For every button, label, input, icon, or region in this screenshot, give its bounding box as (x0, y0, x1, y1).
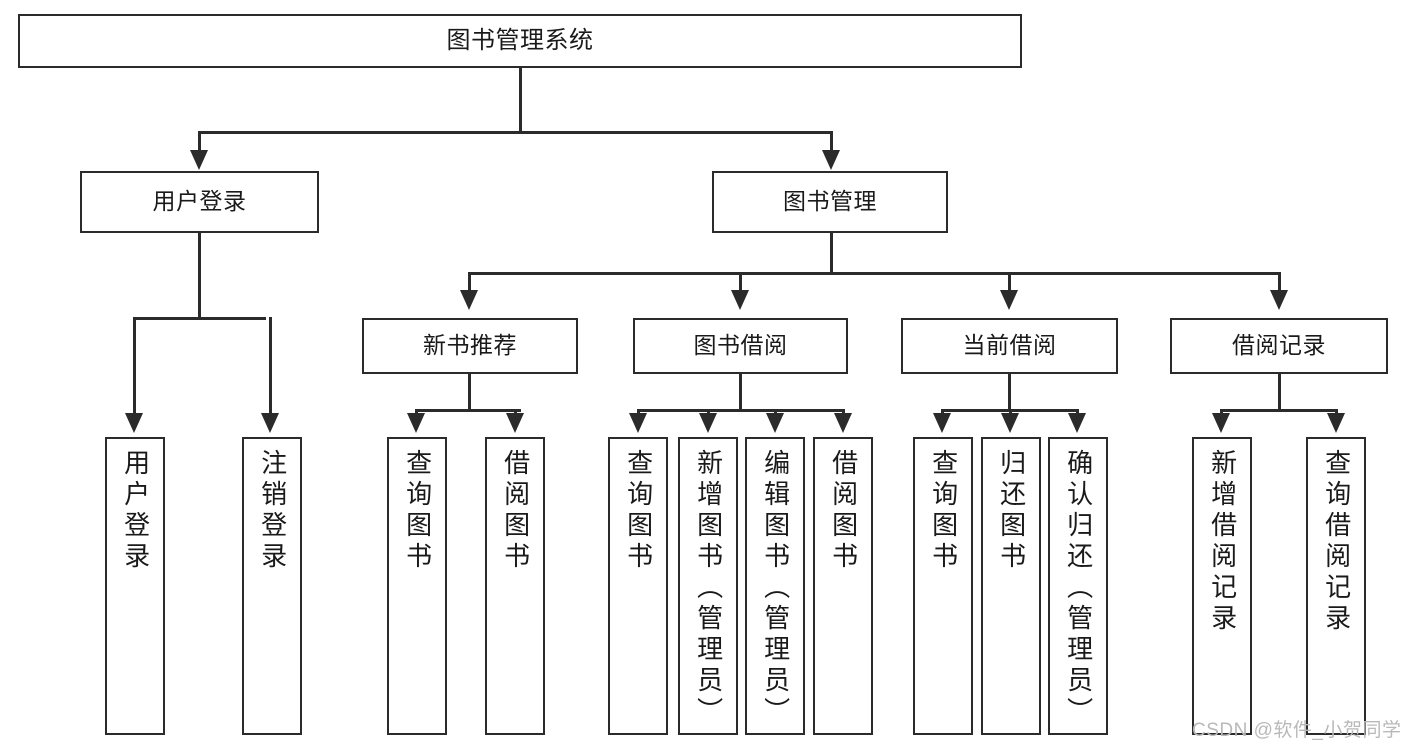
arrow-leaf-query-record (1327, 413, 1345, 433)
node-label: 当前借阅 (962, 332, 1057, 359)
node-label: 编辑图书（管理员） (760, 449, 791, 728)
connector-new-book-rec-bus (415, 409, 521, 412)
arrow-leaf-borrow-book-2 (834, 413, 852, 433)
connector-book-manage-stem (830, 233, 833, 273)
connector-root-bus (198, 131, 832, 134)
node-leaf-query-book-borrow[interactable]: 查询图书 (608, 437, 668, 735)
connector-user-login-right (269, 317, 272, 415)
connector-borrow-record-r (1335, 409, 1338, 415)
node-label: 图书借阅 (693, 332, 788, 359)
connector-borrow-record-l (1220, 409, 1223, 415)
connector-user-login-bus (133, 317, 266, 320)
node-leaf-logout[interactable]: 注销登录 (242, 437, 302, 735)
node-label: 注销登录 (257, 449, 288, 573)
connector-new-book-rec-stem (468, 374, 471, 410)
node-label: 查询借阅记录 (1321, 449, 1352, 635)
node-label: 归还图书 (996, 449, 1027, 573)
node-leaf-borrow-book[interactable]: 借阅图书 (813, 437, 873, 735)
arrow-leaf-query-book-1 (407, 413, 425, 433)
node-book-borrow[interactable]: 图书借阅 (633, 318, 848, 374)
connector-new-book-rec-r (514, 409, 517, 415)
node-label: 借阅记录 (1232, 332, 1326, 359)
node-leaf-query-borrow-record[interactable]: 查询借阅记录 (1306, 437, 1366, 735)
arrow-to-book-borrow (731, 290, 749, 310)
csdn-watermark: CSDN @软件_小贺同学 (1192, 720, 1402, 741)
connector-new-book-rec-l (415, 409, 418, 415)
arrow-to-new-book-rec (460, 290, 478, 310)
node-label: 确认归还（管理员） (1063, 449, 1094, 728)
node-leaf-add-borrow-record[interactable]: 新增借阅记录 (1192, 437, 1252, 735)
arrow-to-borrow-record (1270, 290, 1288, 310)
connector-user-login-stem (198, 233, 201, 318)
node-leaf-return-book[interactable]: 归还图书 (981, 437, 1041, 735)
node-label: 查询图书 (623, 449, 654, 573)
arrow-leaf-query-book-2 (629, 413, 647, 433)
connector-current-borrow-1 (941, 409, 944, 415)
connector-book-borrow-1 (637, 409, 640, 415)
node-label: 新增借阅记录 (1207, 449, 1238, 635)
connector-borrow-record-bus (1220, 409, 1337, 412)
connector-to-book-manage (830, 131, 833, 153)
connector-root-stem (519, 68, 522, 132)
node-user-login[interactable]: 用户登录 (80, 171, 319, 233)
node-book-manage[interactable]: 图书管理 (712, 171, 948, 233)
connector-to-new-book-rec (468, 272, 471, 292)
arrow-leaf-logout (261, 413, 279, 433)
node-label: 新书推荐 (423, 332, 517, 359)
connector-to-user-login (198, 131, 201, 153)
node-leaf-edit-book-admin[interactable]: 编辑图书（管理员） (745, 437, 805, 735)
node-label: 图书管理系统 (446, 26, 594, 54)
arrow-leaf-borrow-book-1 (506, 413, 524, 433)
node-leaf-query-book-current[interactable]: 查询图书 (913, 437, 973, 735)
connector-book-borrow-2 (707, 409, 710, 415)
node-borrow-record[interactable]: 借阅记录 (1170, 318, 1388, 374)
arrow-leaf-query-book-3 (933, 413, 951, 433)
node-new-book-recommendation[interactable]: 新书推荐 (362, 318, 578, 374)
connector-user-login-left (133, 317, 136, 415)
node-leaf-add-book-admin[interactable]: 新增图书（管理员） (678, 437, 738, 735)
connector-current-borrow-stem (1008, 374, 1011, 410)
arrow-leaf-user-login (125, 413, 143, 433)
node-label: 借阅图书 (500, 449, 531, 573)
node-label: 用户登录 (152, 188, 247, 215)
arrow-to-user-login (190, 150, 208, 170)
arrow-leaf-add-record (1212, 413, 1230, 433)
connector-book-borrow-stem (739, 374, 742, 410)
connector-current-borrow-3 (1076, 409, 1079, 415)
connector-to-current-borrow (1008, 272, 1011, 292)
node-leaf-confirm-return-admin[interactable]: 确认归还（管理员） (1048, 437, 1108, 735)
node-label: 用户登录 (120, 449, 151, 573)
arrow-leaf-edit-book (766, 413, 784, 433)
node-label: 查询图书 (402, 449, 433, 573)
connector-book-borrow-bus (637, 409, 844, 412)
node-current-borrow[interactable]: 当前借阅 (901, 318, 1118, 374)
connector-current-borrow-2 (1009, 409, 1012, 415)
node-label: 查询图书 (928, 449, 959, 573)
node-label: 图书管理 (783, 188, 877, 215)
connector-book-borrow-3 (774, 409, 777, 415)
node-label: 新增图书（管理员） (693, 449, 724, 728)
connector-book-manage-bus (468, 272, 1280, 275)
arrow-to-current-borrow (1000, 290, 1018, 310)
arrow-leaf-confirm-return (1068, 413, 1086, 433)
node-root-book-management-system[interactable]: 图书管理系统 (18, 14, 1022, 68)
node-leaf-borrow-book-new-rec[interactable]: 借阅图书 (485, 437, 545, 735)
node-label: 借阅图书 (828, 449, 859, 573)
node-leaf-user-login[interactable]: 用户登录 (105, 437, 165, 735)
connector-borrow-record-stem (1278, 374, 1281, 410)
arrow-to-book-manage (822, 150, 840, 170)
arrow-leaf-return-book (1001, 413, 1019, 433)
arrow-leaf-add-book (699, 413, 717, 433)
connector-to-book-borrow (739, 272, 742, 292)
connector-book-borrow-4 (842, 409, 845, 415)
connector-to-borrow-record (1278, 272, 1281, 292)
node-leaf-query-book-new-rec[interactable]: 查询图书 (387, 437, 447, 735)
